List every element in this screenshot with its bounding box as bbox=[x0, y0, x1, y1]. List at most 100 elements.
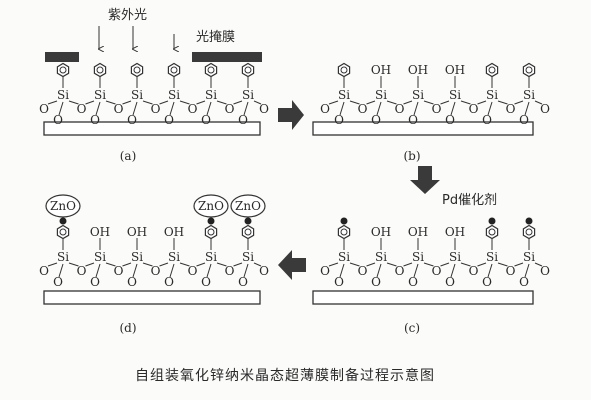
figure-caption: 自组装氧化锌纳米晶态超薄膜制备过程示意图 bbox=[135, 367, 435, 384]
substrate bbox=[312, 121, 534, 136]
oxygen-label: O bbox=[225, 102, 235, 116]
pd-catalyst-dot bbox=[59, 217, 67, 225]
catalyst-label: Pd催化剂 bbox=[442, 193, 497, 208]
oxygen-label: O bbox=[395, 264, 405, 278]
substrate bbox=[43, 290, 261, 305]
zno-particle bbox=[193, 194, 229, 218]
oxygen-label: O bbox=[519, 275, 529, 289]
silicon-label: Si bbox=[449, 250, 461, 264]
oxygen-label: O bbox=[506, 102, 516, 116]
oxygen-label: O bbox=[371, 113, 381, 127]
panel-label-a: (a) bbox=[120, 149, 137, 163]
hydroxyl-label: OH bbox=[445, 63, 465, 77]
oxygen-label: O bbox=[371, 275, 381, 289]
silicon-label: Si bbox=[412, 88, 424, 102]
oxygen-label: O bbox=[53, 275, 63, 289]
hydroxyl-label: OH bbox=[127, 225, 147, 239]
oxygen-label: O bbox=[395, 102, 405, 116]
oxygen-label: O bbox=[114, 264, 124, 278]
oxygen-label: O bbox=[151, 102, 161, 116]
silicon-label: Si bbox=[94, 250, 106, 264]
phenyl-ring-icon bbox=[93, 62, 107, 78]
oxygen-label: O bbox=[238, 113, 248, 127]
arrow-a-to-b bbox=[278, 100, 304, 130]
silicon-label: Si bbox=[168, 250, 180, 264]
uv-light-label: 紫外光 bbox=[108, 8, 147, 23]
phenyl-ring-icon bbox=[522, 62, 536, 78]
silicon-label: Si bbox=[205, 250, 217, 264]
oxygen-label: O bbox=[77, 264, 87, 278]
uv-arrows bbox=[99, 26, 174, 49]
phenyl-ring-icon bbox=[485, 224, 499, 240]
oxygen-label: O bbox=[201, 275, 211, 289]
phenyl-ring-icon bbox=[337, 62, 351, 78]
oxygen-label: O bbox=[127, 275, 137, 289]
silicon-label: Si bbox=[338, 88, 350, 102]
silicon-label: Si bbox=[375, 88, 387, 102]
silicon-label: Si bbox=[486, 250, 498, 264]
oxygen-label: O bbox=[90, 275, 100, 289]
panel-label-b: (b) bbox=[403, 149, 420, 163]
phenyl-ring-icon bbox=[522, 224, 536, 240]
photomask-label: 光掩膜 bbox=[196, 30, 235, 45]
si-column: SiO bbox=[519, 62, 536, 127]
oxygen-label: O bbox=[225, 264, 235, 278]
oxygen-label: O bbox=[39, 264, 49, 278]
phenyl-ring-icon bbox=[337, 224, 351, 240]
oxygen-label: O bbox=[445, 275, 455, 289]
zno-label: ZnO bbox=[50, 199, 76, 213]
oxygen-label: O bbox=[432, 264, 442, 278]
hydroxyl-label: OH bbox=[90, 225, 110, 239]
panel-label-d: (d) bbox=[119, 321, 136, 335]
oxygen-label: O bbox=[358, 102, 368, 116]
oxygen-label: O bbox=[334, 113, 344, 127]
phenyl-ring-icon bbox=[130, 62, 144, 78]
oxygen-label: O bbox=[506, 264, 516, 278]
silicon-label: Si bbox=[57, 250, 69, 264]
phenyl-ring-icon bbox=[241, 224, 255, 240]
silicon-label: Si bbox=[523, 250, 535, 264]
oxygen-label: O bbox=[238, 275, 248, 289]
oxygen-label: O bbox=[188, 264, 198, 278]
hydroxyl-label: OH bbox=[371, 63, 391, 77]
oxygen-label: O bbox=[469, 264, 479, 278]
silicon-label: Si bbox=[131, 250, 143, 264]
oxygen-label: O bbox=[540, 102, 550, 116]
si-column: ZnO SiO bbox=[230, 194, 266, 289]
si-column: SiO bbox=[238, 62, 255, 127]
substrate bbox=[312, 290, 534, 305]
pd-catalyst-dot bbox=[207, 217, 215, 225]
oxygen-label: O bbox=[259, 264, 269, 278]
silicon-label: Si bbox=[168, 88, 180, 102]
photomask-bar-left bbox=[45, 52, 79, 62]
oxygen-label: O bbox=[358, 264, 368, 278]
phenyl-ring-icon bbox=[241, 62, 255, 78]
silicon-label: Si bbox=[205, 88, 217, 102]
silicon-label: Si bbox=[486, 88, 498, 102]
silicon-label: Si bbox=[242, 250, 254, 264]
oxygen-label: O bbox=[469, 102, 479, 116]
zno-label: ZnO bbox=[235, 199, 261, 213]
oxygen-label: O bbox=[432, 102, 442, 116]
oxygen-label: O bbox=[77, 102, 87, 116]
oxygen-label: O bbox=[482, 275, 492, 289]
hydroxyl-label: OH bbox=[445, 225, 465, 239]
silicon-label: Si bbox=[338, 250, 350, 264]
pd-catalyst-dot bbox=[488, 217, 496, 225]
oxygen-label: O bbox=[164, 275, 174, 289]
